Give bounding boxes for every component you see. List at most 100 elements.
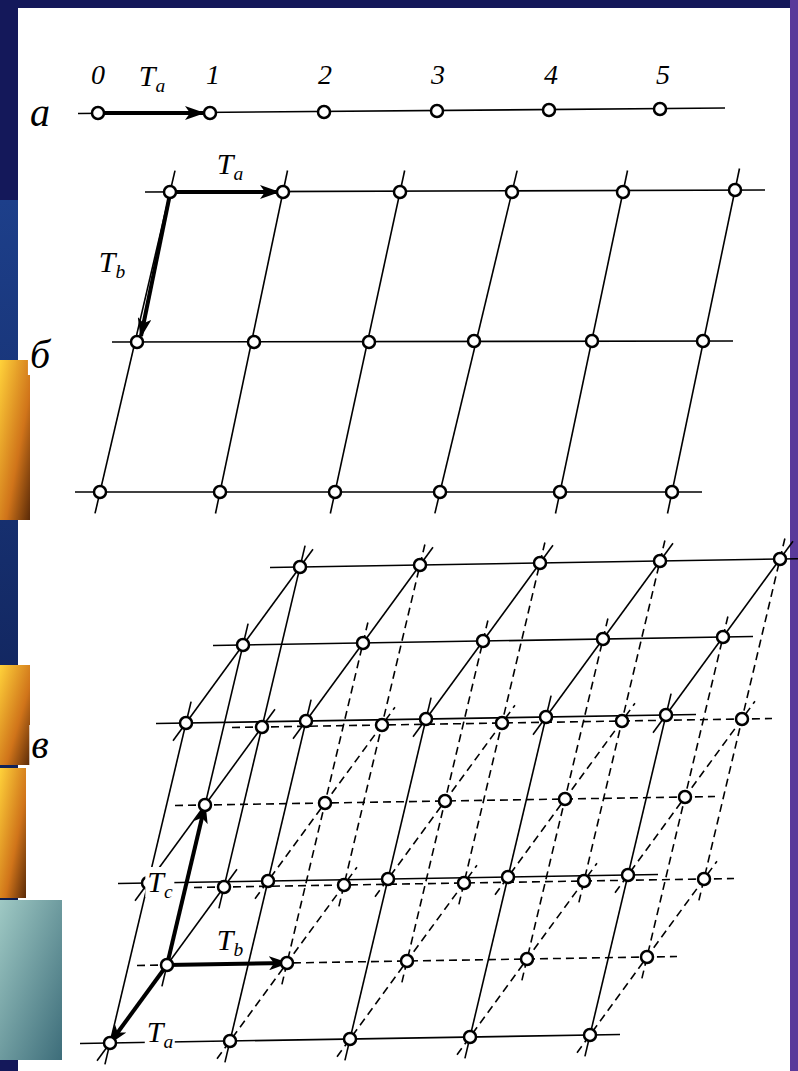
lattice-line <box>668 168 740 513</box>
figure-label: 1 <box>204 61 222 89</box>
lattice-node <box>344 1033 356 1045</box>
lattice-line <box>78 108 725 114</box>
lattice-node <box>401 955 413 967</box>
lattice-node <box>468 335 480 347</box>
lattice-node <box>363 336 375 348</box>
lattice-node <box>521 953 533 965</box>
lattice-line <box>642 616 728 979</box>
lattice-line <box>337 865 477 1057</box>
lattice-node <box>584 1029 596 1041</box>
lattice-node <box>554 486 566 498</box>
lattice-node <box>431 105 443 117</box>
lattice-node <box>281 957 293 969</box>
lattice-node <box>697 335 709 347</box>
lattice-node <box>434 486 446 498</box>
lattice-node <box>329 486 341 498</box>
lattice-line <box>225 700 311 1063</box>
vector-label: Tb <box>215 925 245 955</box>
lattice-line <box>162 624 248 987</box>
lattice-node <box>616 715 628 727</box>
lattice-node <box>534 557 546 569</box>
lattice-node <box>717 631 729 643</box>
vector-subscript: a <box>155 75 165 96</box>
lattice-node <box>654 555 666 567</box>
lattice-node <box>199 799 211 811</box>
lattice-line <box>282 622 368 985</box>
lattice-node <box>104 1037 116 1049</box>
lattice-node <box>597 633 609 645</box>
vector-label: Ta <box>145 1017 175 1047</box>
lattice-node <box>204 107 216 119</box>
vector-symbol: T <box>99 245 116 278</box>
lattice-node <box>622 869 634 881</box>
lattice-node <box>394 186 406 198</box>
lattice-line <box>75 491 702 493</box>
lattice-node <box>248 336 260 348</box>
vector-arrow <box>172 190 278 194</box>
figure-label: а <box>28 93 52 133</box>
lattice-node <box>319 797 331 809</box>
lattice-node <box>300 715 312 727</box>
vector-subscript: a <box>233 163 243 184</box>
decoration-image <box>0 360 30 520</box>
lattice-line <box>105 702 191 1065</box>
lattice-line <box>495 703 635 895</box>
lattice-node <box>94 486 106 498</box>
translation-vectors <box>104 113 287 1043</box>
lattice-node <box>660 709 672 721</box>
lattice-line <box>522 618 608 981</box>
vector-arrow <box>141 194 170 336</box>
lattice-node <box>496 717 508 729</box>
lattice-node <box>161 959 173 971</box>
lattice-line <box>219 546 305 909</box>
vector-subscript: a <box>163 1031 173 1052</box>
lattice-line <box>699 538 785 901</box>
vector-symbol: T <box>147 1015 164 1048</box>
lattice-node <box>256 721 268 733</box>
vector-subscript: b <box>233 939 243 960</box>
frame-right <box>790 0 798 1071</box>
vector-arrow <box>104 111 203 115</box>
lattice-node <box>729 184 741 196</box>
lattice-line <box>577 861 717 1053</box>
lattice-line <box>465 696 551 1059</box>
lattice-line <box>375 705 515 897</box>
figure-label: 5 <box>654 61 672 89</box>
lattice-node <box>164 186 176 198</box>
lattice-line <box>345 698 431 1061</box>
decoration-image <box>0 900 62 1060</box>
lattice-node <box>654 103 666 115</box>
panel <box>18 8 790 1071</box>
lattice-lines <box>75 108 798 1064</box>
lattice-node <box>540 711 552 723</box>
lattice-node <box>376 719 388 731</box>
lattice-node <box>774 553 786 565</box>
lattice-line <box>402 620 488 983</box>
lattice-node <box>641 951 653 963</box>
figure-label: в <box>29 725 50 765</box>
lattice-node <box>414 559 426 571</box>
lattice-line <box>457 863 597 1055</box>
lattice-node <box>736 713 748 725</box>
lattice-node <box>382 873 394 885</box>
lattice-line <box>579 540 665 903</box>
lattice-node <box>357 637 369 649</box>
lattice-node <box>214 486 226 498</box>
lattice-node <box>131 336 143 348</box>
lattice-line <box>555 170 627 513</box>
decoration-image <box>0 665 30 765</box>
lattice-line <box>339 544 425 907</box>
lattice-node <box>586 335 598 347</box>
lattice-line <box>459 542 545 905</box>
lattice-node <box>506 186 518 198</box>
lattice-node <box>294 561 306 573</box>
lattice-node <box>420 713 432 725</box>
lattice-line <box>95 171 175 514</box>
lattice-nodes <box>92 103 786 1049</box>
lattice-line <box>413 545 553 737</box>
lattice-node <box>180 717 192 729</box>
figure-label: б <box>28 335 52 375</box>
lattice-line <box>255 707 395 899</box>
